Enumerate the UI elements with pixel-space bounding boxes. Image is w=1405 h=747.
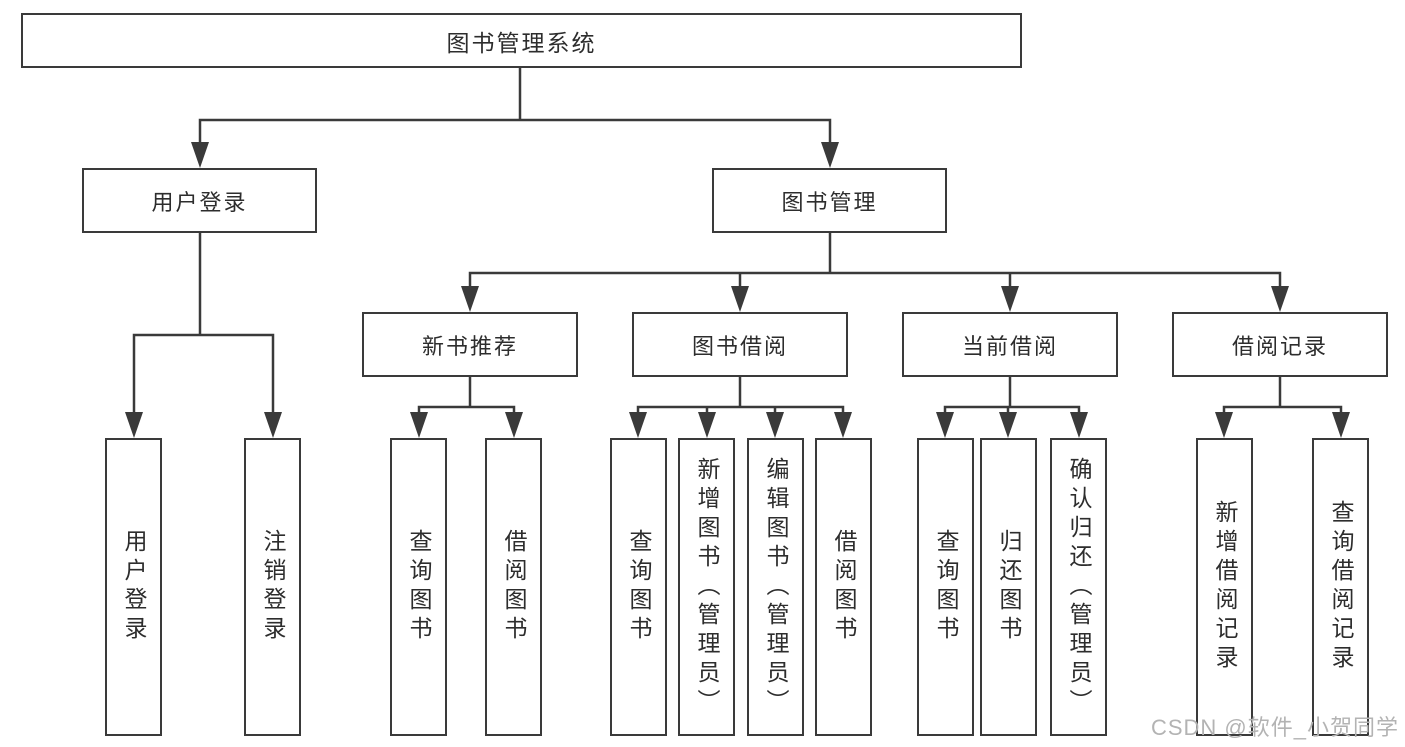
- leaf-current-confirm-return-admin-label: 确认归还（管理员）: [1066, 456, 1092, 718]
- node-current-borrowing: 当前借阅: [902, 312, 1118, 377]
- leaf-records-query-borrow-record-label: 查询借阅记录: [1328, 500, 1354, 674]
- leaf-borrowing-add-books-admin-label: 新增图书（管理员）: [694, 456, 720, 718]
- leaf-current-query-books: 查询图书: [917, 438, 974, 736]
- leaf-records-add-borrow-record-label: 新增借阅记录: [1212, 500, 1238, 674]
- leaf-newrec-query-books-label: 查询图书: [406, 529, 432, 645]
- node-book-management: 图书管理: [712, 168, 947, 233]
- leaf-newrec-borrow-books: 借阅图书: [485, 438, 542, 736]
- leaf-borrowing-query-books: 查询图书: [610, 438, 667, 736]
- arrow-down-icons: [125, 142, 1350, 438]
- leaf-records-query-borrow-record: 查询借阅记录: [1312, 438, 1369, 736]
- leaf-newrec-query-books: 查询图书: [390, 438, 447, 736]
- leaf-borrowing-add-books-admin: 新增图书（管理员）: [678, 438, 735, 736]
- leaf-current-confirm-return-admin: 确认归还（管理员）: [1050, 438, 1107, 736]
- leaf-borrowing-borrow-books-label: 借阅图书: [831, 529, 857, 645]
- leaf-newrec-borrow-books-label: 借阅图书: [501, 529, 527, 645]
- leaf-current-query-books-label: 查询图书: [933, 529, 959, 645]
- leaf-user-login: 用户登录: [105, 438, 162, 736]
- node-new-book-recommend: 新书推荐: [362, 312, 578, 377]
- leaf-borrowing-query-books-label: 查询图书: [626, 529, 652, 645]
- csdn-watermark: CSDN @软件_小贺同学: [1150, 715, 1399, 740]
- node-library-management-system: 图书管理系统: [21, 13, 1022, 68]
- node-user-login: 用户登录: [82, 168, 317, 233]
- leaf-borrowing-borrow-books: 借阅图书: [815, 438, 872, 736]
- connector-lines: [132, 68, 1343, 414]
- leaf-user-login-label: 用户登录: [121, 529, 147, 645]
- leaf-borrowing-edit-books-admin-label: 编辑图书（管理员）: [763, 456, 789, 718]
- leaf-borrowing-edit-books-admin: 编辑图书（管理员）: [747, 438, 804, 736]
- leaf-logout: 注销登录: [244, 438, 301, 736]
- leaf-logout-label: 注销登录: [260, 529, 286, 645]
- node-borrowing-records: 借阅记录: [1172, 312, 1388, 377]
- leaf-current-return-books-label: 归还图书: [996, 529, 1022, 645]
- node-book-borrowing: 图书借阅: [632, 312, 848, 377]
- leaf-records-add-borrow-record: 新增借阅记录: [1196, 438, 1253, 736]
- leaf-current-return-books: 归还图书: [980, 438, 1037, 736]
